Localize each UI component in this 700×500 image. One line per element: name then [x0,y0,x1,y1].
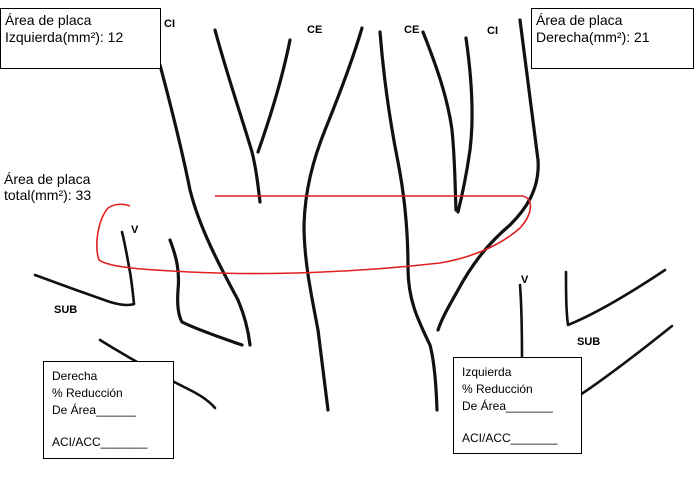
vessel-v-left [120,230,136,306]
form-right-title: Derecha [52,369,98,383]
form-right-ratio-field[interactable]: ACI/ACC_______ [52,435,148,449]
form-right-reduction: % Reducción [52,386,123,400]
label-ce-left: CE [307,24,323,36]
plaque-area-left-box: Área de placa Izquierda(mm²): 12 [0,8,161,69]
plaque-total-line1: Área de placa [4,171,91,187]
plaque-total-line2: total(mm²): 33 [4,187,92,203]
reduction-form-left-side: Izquierda % Reducción De Área_______ ACI… [453,357,582,454]
vessel-ce-left-b [256,38,292,154]
plaque-right-line2: Derecha(mm²): 21 [536,29,650,45]
plaque-outline [96,195,532,275]
form-left-area-field[interactable]: De Área_______ [462,399,553,413]
plaque-left-line1: Área de placa [5,12,92,28]
label-sub-right: SUB [577,336,601,348]
label-ce-right: CE [404,24,420,36]
form-left-reduction: % Reducción [462,382,533,396]
vessel-ce-right-b [456,36,474,214]
vessel-sub-left-b [98,338,217,410]
label-ci-right: CI [487,25,498,37]
reduction-form-right-side: Derecha % Reducción De Área______ ACI/AC… [43,361,174,459]
vessel-sub-right-a [564,268,667,327]
label-ci-left: CI [164,18,175,30]
plaque-left-line2: Izquierda(mm²): 12 [5,29,124,45]
form-right-area-field[interactable]: De Área______ [52,403,137,417]
plaque-area-right-box: Área de placa Derecha(mm²): 21 [531,8,694,69]
label-v-right: V [521,274,529,286]
vessel-sub-right-b [578,324,674,397]
vessel-ci-right [436,18,540,332]
label-sub-left: SUB [54,304,78,316]
plaque-right-line1: Área de placa [536,12,623,28]
vessel-ce-left-a [213,28,262,204]
plaque-area-total: Área de placa total(mm²): 33 [4,171,91,203]
form-left-title: Izquierda [462,365,512,379]
vessel-ce-right-a [421,30,458,212]
vessel-ci-left-inner [168,238,244,347]
vessel-cc-left [302,26,364,412]
vessel-cc-right [378,30,439,412]
vessel-ci-left-outer [158,63,252,347]
form-left-ratio-field[interactable]: ACI/ACC_______ [462,431,558,445]
label-v-left: V [131,224,139,236]
vessel-sub-left-a [33,273,136,307]
